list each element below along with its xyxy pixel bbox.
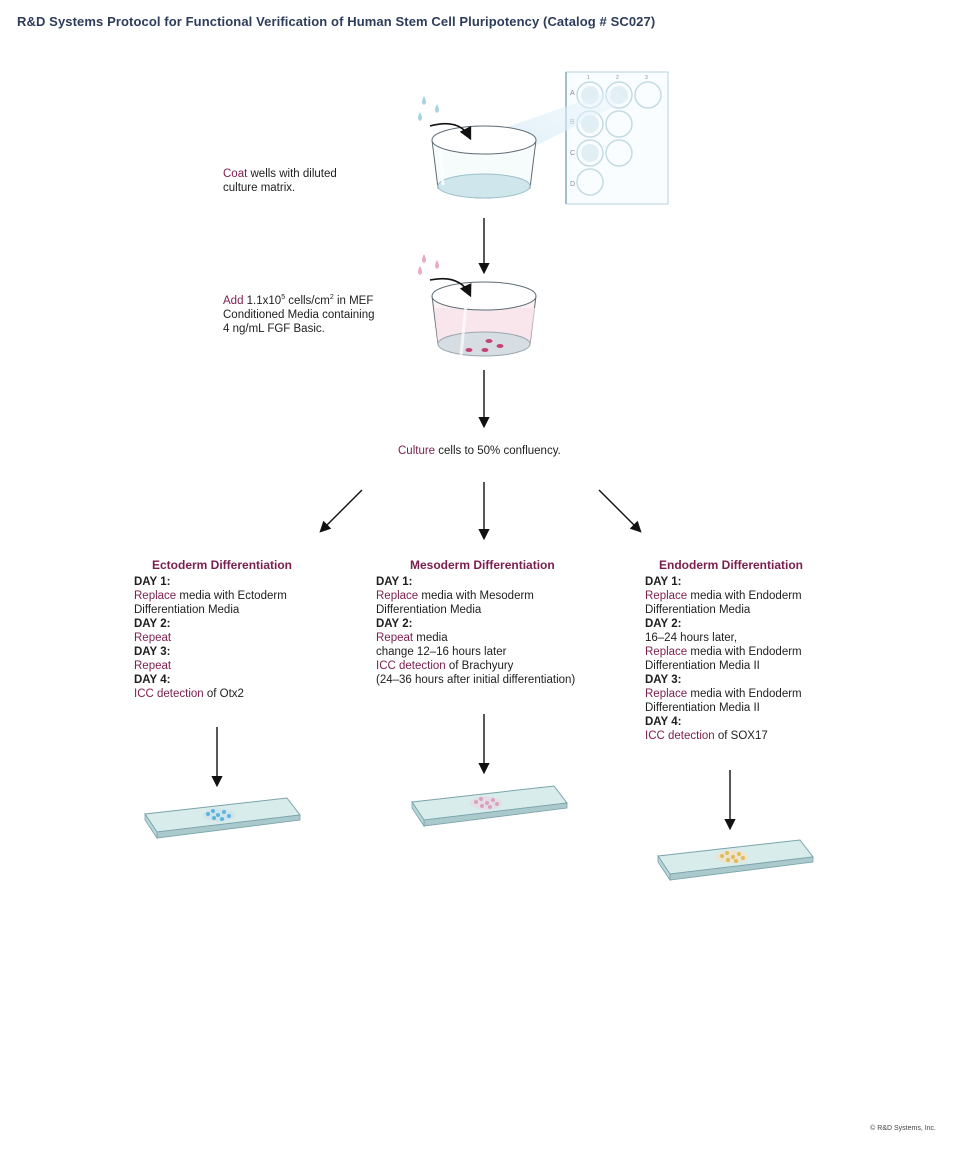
step-keyword: Replace: [376, 590, 419, 602]
step-text: Conditioned Media containing: [223, 309, 375, 321]
step-coat: Coat wells with diluted culture matrix.: [223, 167, 337, 195]
droplets-blue-icon: [418, 96, 439, 121]
day-label: DAY 2:: [134, 618, 171, 630]
plate-col-label: 2: [616, 75, 619, 81]
ectoderm-steps: DAY 1: Replace media with Ectoderm Diffe…: [134, 575, 287, 701]
step-keyword: Add: [223, 295, 244, 307]
day-label: DAY 1:: [645, 576, 682, 588]
endoderm-heading: Endoderm Differentiation: [659, 558, 804, 572]
step-text: in MEF: [333, 295, 374, 307]
step-text: Differentiation Media: [134, 604, 240, 616]
step-keyword: Coat: [223, 168, 248, 180]
step-keyword: Replace: [645, 590, 688, 602]
step-text: Differentiation Media II: [645, 660, 760, 672]
step-text: media with Endoderm: [687, 688, 802, 700]
step-text: Differentiation Media: [376, 604, 482, 616]
well-plate: A B C D 1 2 3: [565, 71, 669, 205]
step-text: cells/cm: [285, 295, 330, 307]
slide-ectoderm: [144, 797, 301, 840]
step-text: of SOX17: [714, 730, 768, 742]
step-keyword: Replace: [645, 646, 688, 658]
step-text: 4 ng/mL FGF Basic.: [223, 323, 325, 335]
petri-dish-coated: [431, 125, 537, 199]
step-text: of Otx2: [203, 688, 244, 700]
plate-well: [634, 81, 662, 109]
slide-endoderm: [657, 839, 814, 882]
plate-col-label: 1: [587, 75, 590, 81]
step-culture: Culture cells to 50% confluency.: [398, 444, 561, 458]
step-text: media with Ectoderm: [176, 590, 287, 602]
mesoderm-heading: Mesoderm Differentiation: [410, 558, 555, 572]
endoderm-steps: DAY 1: Replace media with Endoderm Diffe…: [645, 575, 802, 743]
step-text: media with Endoderm: [687, 646, 802, 658]
step-text: (24–36 hours after initial differentiati…: [376, 674, 576, 686]
step-text: change 12–16 hours later: [376, 646, 507, 658]
step-keyword: ICC detection: [134, 688, 204, 700]
droplets-pink-icon: [418, 254, 439, 275]
step-text: 16–24 hours later,: [645, 632, 738, 644]
day-label: DAY 1:: [376, 576, 413, 588]
flow-arrow-endoderm: [598, 489, 642, 533]
step-text: media with Mesoderm: [418, 590, 534, 602]
step-text: media: [413, 632, 448, 644]
step-text: Differentiation Media II: [645, 702, 760, 714]
plate-well: [605, 110, 633, 138]
day-label: DAY 3:: [134, 646, 171, 658]
slide-mesoderm: [411, 785, 568, 828]
step-text: of Brachyury: [445, 660, 514, 672]
plate-row-label: A: [570, 90, 575, 97]
plate-well: [576, 168, 604, 196]
pour-arrow: [429, 277, 472, 298]
step-add: Add 1.1x105 cells/cm2 in MEF Conditioned…: [223, 294, 375, 336]
superscript: 5: [281, 294, 286, 301]
step-keyword: Replace: [134, 590, 177, 602]
step-text: wells with diluted: [247, 168, 337, 180]
step-keyword: Repeat: [134, 632, 172, 644]
superscript: 2: [329, 294, 334, 301]
step-text: cells to 50% confluency.: [435, 445, 561, 457]
copyright: © R&D Systems, Inc.: [870, 1125, 936, 1132]
step-text: 1.1x10: [243, 295, 282, 307]
plate-well: [576, 139, 604, 167]
step-keyword: Repeat: [134, 660, 172, 672]
step-keyword: Culture: [398, 445, 436, 457]
pour-arrow: [429, 122, 472, 141]
day-label: DAY 2:: [645, 618, 682, 630]
step-keyword: ICC detection: [645, 730, 715, 742]
flow-arrow-ectoderm: [319, 489, 363, 533]
step-text: Differentiation Media: [645, 604, 751, 616]
step-keyword: ICC detection: [376, 660, 446, 672]
day-label: DAY 1:: [134, 576, 171, 588]
page-title: R&D Systems Protocol for Functional Veri…: [17, 14, 656, 29]
ectoderm-heading: Ectoderm Differentiation: [152, 558, 293, 572]
day-label: DAY 3:: [645, 674, 682, 686]
plate-row-label: D: [570, 181, 575, 188]
step-text: culture matrix.: [223, 182, 296, 194]
mesoderm-steps: DAY 1: Replace media with Mesoderm Diffe…: [376, 575, 575, 687]
plate-row-label: C: [570, 150, 575, 157]
plate-well: [605, 139, 633, 167]
day-label: DAY 4:: [134, 674, 171, 686]
step-keyword: Replace: [645, 688, 688, 700]
plate-col-label: 3: [645, 75, 648, 81]
petri-dish-cells: [431, 281, 537, 357]
step-keyword: Repeat: [376, 632, 414, 644]
day-label: DAY 4:: [645, 716, 682, 728]
step-text: media with Endoderm: [687, 590, 802, 602]
day-label: DAY 2:: [376, 618, 413, 630]
